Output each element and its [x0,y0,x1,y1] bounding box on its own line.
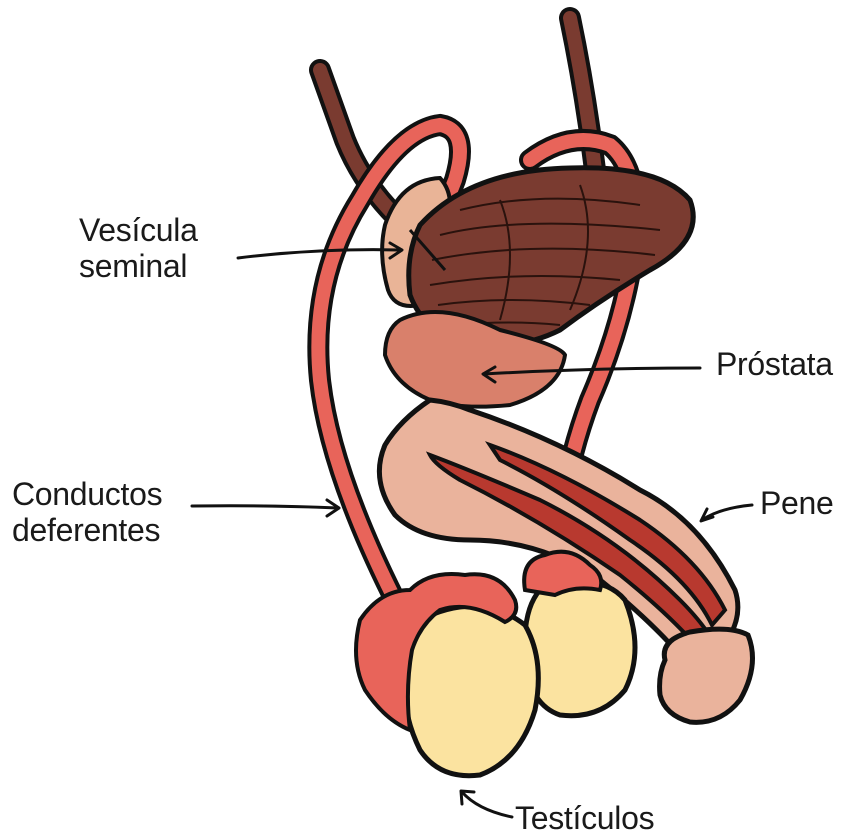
penis-label: Pene [760,485,834,521]
vas-label-line2: deferentes [12,512,160,548]
glans [660,629,753,722]
left-testis [404,606,538,776]
testicles-label: Testículos [515,800,654,836]
vesicle-label-line1: Vesícula [79,212,198,248]
testis-pointer [462,792,512,817]
vas-label-line1: Conductos [12,476,162,512]
vas-pointer [192,506,338,508]
right-testis [525,582,635,716]
vesicle-pointer [238,250,400,258]
prostate-label: Próstata [716,346,833,382]
vesicle-label-line2: seminal [79,248,187,284]
